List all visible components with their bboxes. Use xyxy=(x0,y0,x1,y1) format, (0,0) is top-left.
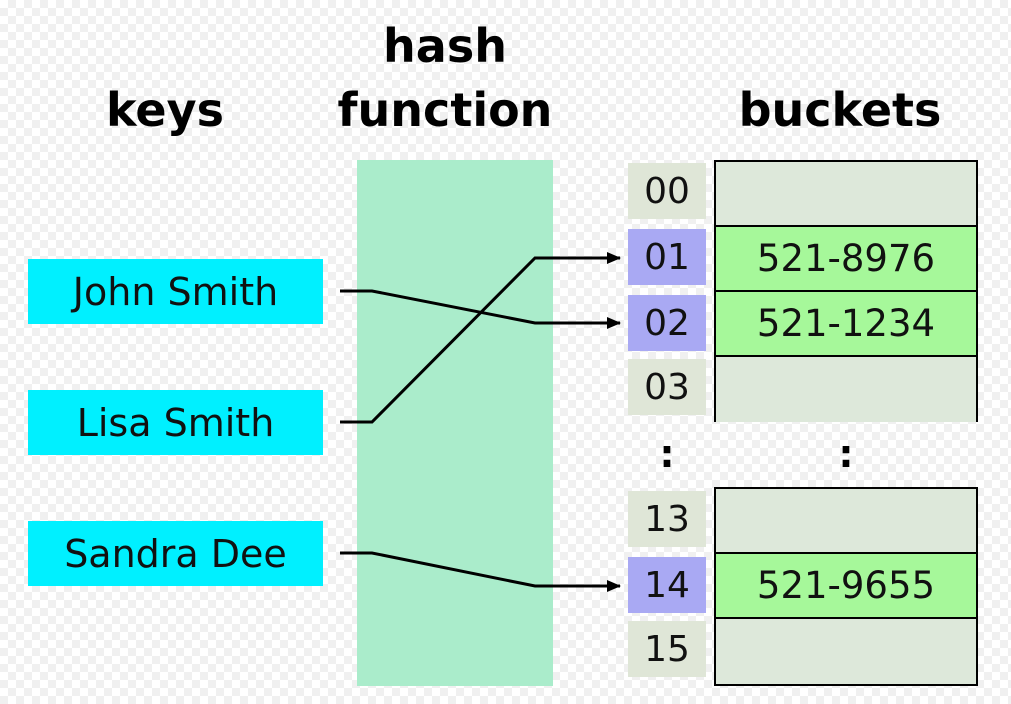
index-label: 13 xyxy=(644,498,690,540)
index-ellipsis: : xyxy=(659,432,675,476)
bucket-index-02: 02 xyxy=(628,295,706,351)
buckets-heading-text: buckets xyxy=(738,83,942,137)
bucket-ellipsis: : xyxy=(838,432,854,476)
bucket-column-top: 521-8976 521-1234 xyxy=(714,160,978,422)
arrow-lisa-smith-to-01 xyxy=(340,252,621,424)
keys-heading: keys xyxy=(100,78,230,142)
keys-heading-text: keys xyxy=(106,83,224,137)
hash-function-heading: hash function xyxy=(320,14,570,142)
index-label: 02 xyxy=(644,302,690,344)
bucket-column-bottom: 521-9655 xyxy=(714,487,978,686)
bucket-index-03: 03 xyxy=(628,359,706,415)
arrow-john-smith-to-02 xyxy=(340,289,621,329)
index-label: 01 xyxy=(644,236,690,278)
key-label: Lisa Smith xyxy=(76,400,275,445)
bucket-slot-01: 521-8976 xyxy=(716,227,976,292)
hash-heading-line2: function xyxy=(337,83,553,137)
index-label: 15 xyxy=(644,628,690,670)
key-lisa-smith: Lisa Smith xyxy=(28,390,323,455)
key-label: John Smith xyxy=(72,269,279,314)
bucket-slot-02: 521-1234 xyxy=(716,292,976,357)
hash-function-band xyxy=(357,160,553,686)
bucket-slot-15 xyxy=(716,619,976,684)
key-label: Sandra Dee xyxy=(64,531,287,576)
bucket-index-01: 01 xyxy=(628,229,706,285)
bucket-index-00: 00 xyxy=(628,163,706,219)
buckets-heading: buckets xyxy=(720,78,960,142)
bucket-slot-03 xyxy=(716,357,976,422)
index-label: 14 xyxy=(644,564,690,606)
arrow-sandra-dee-to-14 xyxy=(340,551,621,592)
hash-heading-line1: hash xyxy=(383,19,507,73)
bucket-index-13: 13 xyxy=(628,491,706,547)
bucket-slot-00 xyxy=(716,162,976,227)
bucket-index-15: 15 xyxy=(628,621,706,677)
bucket-slot-13 xyxy=(716,489,976,554)
index-label: 03 xyxy=(644,366,690,408)
index-label: 00 xyxy=(644,170,690,212)
key-john-smith: John Smith xyxy=(28,259,323,324)
key-sandra-dee: Sandra Dee xyxy=(28,521,323,586)
bucket-index-14: 14 xyxy=(628,557,706,613)
bucket-slot-14: 521-9655 xyxy=(716,554,976,619)
